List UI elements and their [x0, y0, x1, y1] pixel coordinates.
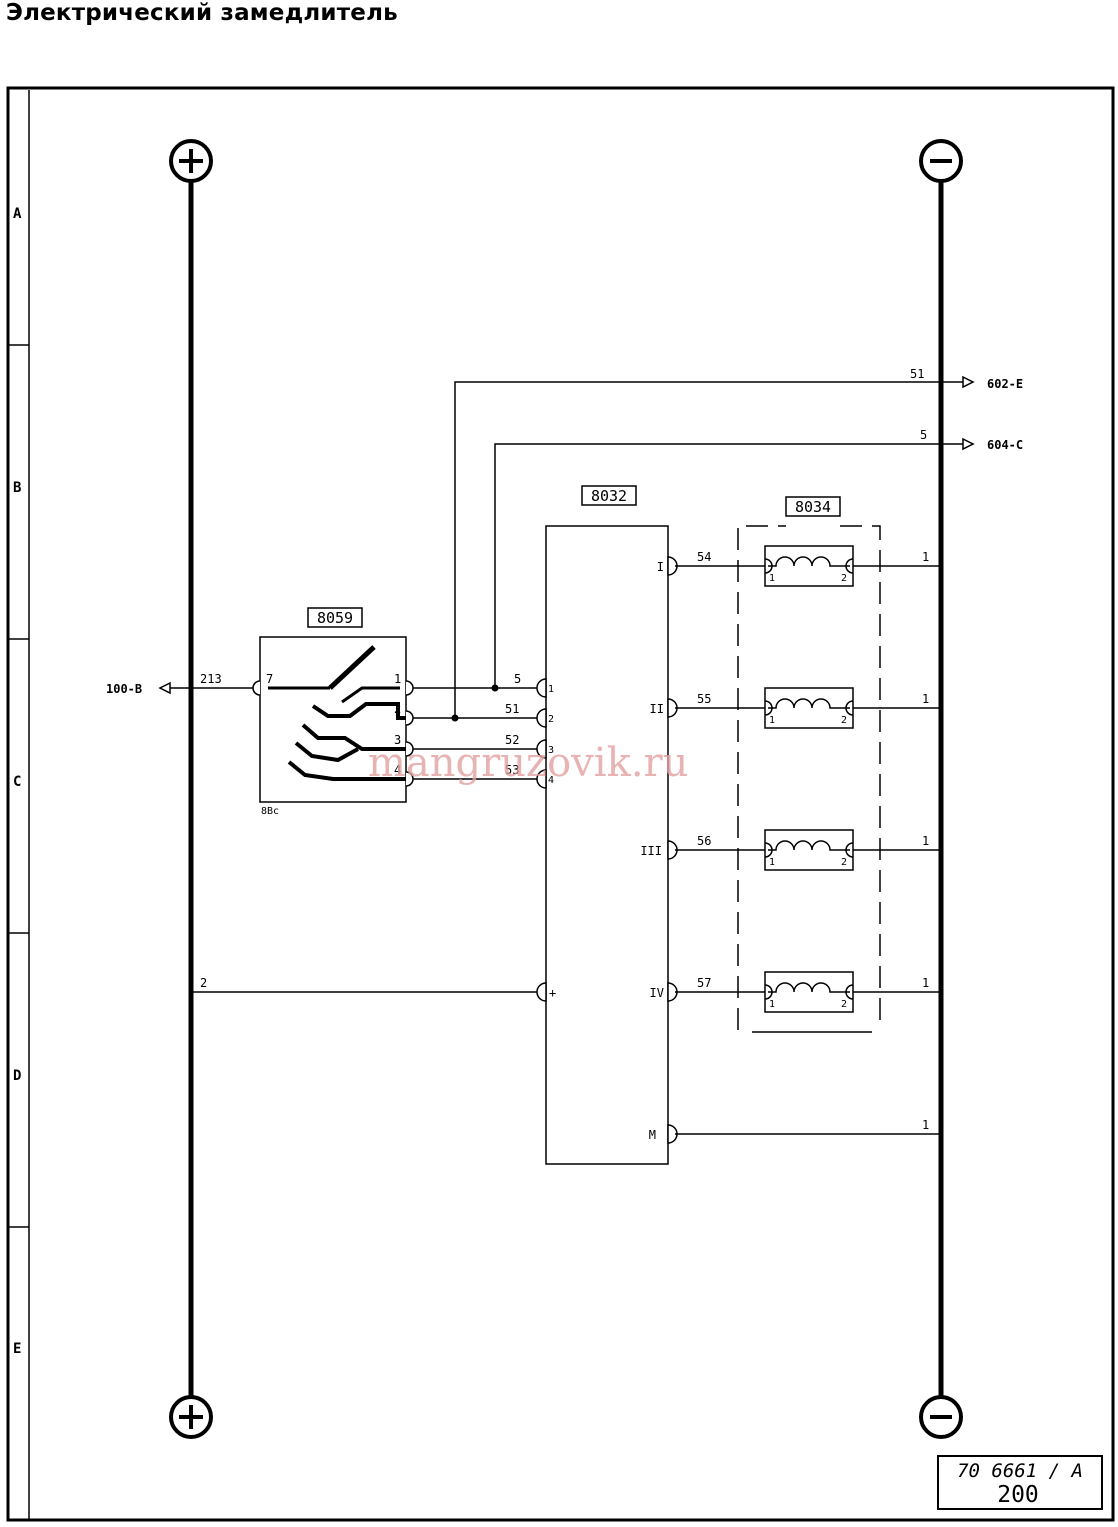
coil-row-2: [675, 687, 941, 729]
wire-label-5: 5: [514, 672, 521, 686]
zone-label-c: C: [13, 774, 21, 790]
zone-label-a: A: [13, 206, 22, 222]
junction-51: [451, 714, 459, 722]
unit-pin-i: I: [657, 560, 664, 574]
unit-pin-iv: IV: [650, 986, 664, 1000]
wire-label-1-row3: 1: [922, 834, 929, 848]
switch-pin-4: 4: [394, 763, 401, 777]
unit-pin-4: 4: [548, 775, 554, 786]
page-title: Электрический замедлитель: [6, 0, 398, 26]
negative-terminal-top-icon: [919, 139, 963, 183]
zone-label-b: B: [13, 480, 21, 496]
coil-tag: 8034: [795, 498, 831, 516]
coil4-pin-1: 1: [769, 999, 775, 1010]
unit-pin-1: 1: [548, 684, 554, 695]
unit-pin-2: 2: [548, 714, 554, 725]
wire-5-top: [494, 437, 975, 688]
negative-terminal-bottom-icon: [919, 1395, 963, 1439]
wire-label-1-row4: 1: [922, 976, 929, 990]
positive-terminal-top-icon: [169, 139, 213, 183]
coil1-pin-2: 2: [841, 573, 847, 584]
switch-pin-1: 1: [394, 672, 401, 686]
coil-row-1: [675, 545, 941, 587]
wire-label-54: 54: [697, 550, 711, 564]
coil2-pin-2: 2: [841, 715, 847, 726]
wire-label-2: 2: [200, 976, 207, 990]
wire-label-57: 57: [697, 976, 711, 990]
unit-pin-iii: III: [640, 844, 662, 858]
wires-switch-to-unit: [413, 687, 539, 780]
reference-page: 200: [997, 1482, 1039, 1508]
watermark: mangruzovik.ru: [368, 740, 688, 786]
switch-tag: 8059: [317, 609, 353, 627]
wire-label-5-top: 5: [920, 428, 927, 442]
wire-label-56: 56: [697, 834, 711, 848]
positive-terminal-bottom-icon: [169, 1395, 213, 1439]
wire-51-top: [454, 375, 975, 718]
coil4-pin-2: 2: [841, 999, 847, 1010]
coil-group-right-dashed: [840, 525, 881, 1030]
zone-dividers: [8, 344, 29, 1228]
connector-604-c: 604-C: [987, 438, 1023, 452]
wire-label-213: 213: [200, 672, 222, 686]
wire-label-1-row2: 1: [922, 692, 929, 706]
switch-note: 8Bc: [261, 806, 279, 817]
connector-100-b: 100-B: [106, 682, 142, 696]
unit-tag-box: [581, 485, 637, 506]
zone-label-d: D: [13, 1068, 21, 1084]
coil-group-left-dashed: [737, 525, 786, 1030]
switch-tag-box: [307, 607, 363, 628]
wire-label-1-row1: 1: [922, 550, 929, 564]
wire-label-51: 51: [505, 702, 519, 716]
wire-label-1-row5: 1: [922, 1118, 929, 1132]
coil3-pin-2: 2: [841, 857, 847, 868]
unit-pin-m: M: [649, 1128, 656, 1142]
unit-pin-3: 3: [548, 745, 554, 756]
coil2-pin-1: 1: [769, 715, 775, 726]
diagram-frame: [6, 86, 1115, 1522]
zone-label-e: E: [13, 1341, 21, 1357]
coil1-pin-1: 1: [769, 573, 775, 584]
coil-tag-box: [785, 496, 841, 517]
wire-label-52: 52: [505, 733, 519, 747]
switch-pin-3: 3: [394, 733, 401, 747]
coil3-pin-1: 1: [769, 857, 775, 868]
switch-contacts: [268, 645, 408, 781]
coil-row-4: [675, 971, 941, 1013]
junction-5: [491, 684, 499, 692]
switch-pin-7: 7: [266, 672, 273, 686]
switch-pin-2: 2: [394, 702, 401, 716]
unit-right-sockets: [667, 556, 678, 1144]
wire-label-53: 53: [505, 763, 519, 777]
unit-pin-plus: +: [549, 986, 556, 1000]
wire-label-55: 55: [697, 692, 711, 706]
unit-left-sockets: [536, 678, 547, 1002]
connector-602-e: 602-E: [987, 377, 1023, 391]
coil-row-3: [675, 829, 941, 871]
reference-code: 70 6661 / A: [957, 1460, 1083, 1482]
wire-label-51-top: 51: [910, 367, 924, 381]
wire-213: [158, 681, 253, 695]
unit-pin-ii: II: [650, 702, 664, 716]
unit-tag: 8032: [591, 487, 627, 505]
